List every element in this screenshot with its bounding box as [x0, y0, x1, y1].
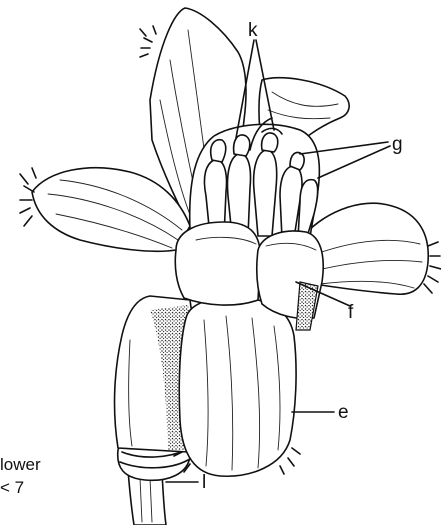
label-k: k	[248, 20, 258, 41]
front-petal	[174, 298, 300, 477]
caption-line-2: < 7	[0, 478, 24, 497]
label-g: g	[392, 134, 403, 155]
caption-line-1: lower	[0, 455, 41, 474]
label-e: e	[338, 402, 349, 423]
label-f: f	[348, 302, 354, 323]
label-l: l	[202, 472, 206, 493]
left-petal	[20, 168, 190, 252]
